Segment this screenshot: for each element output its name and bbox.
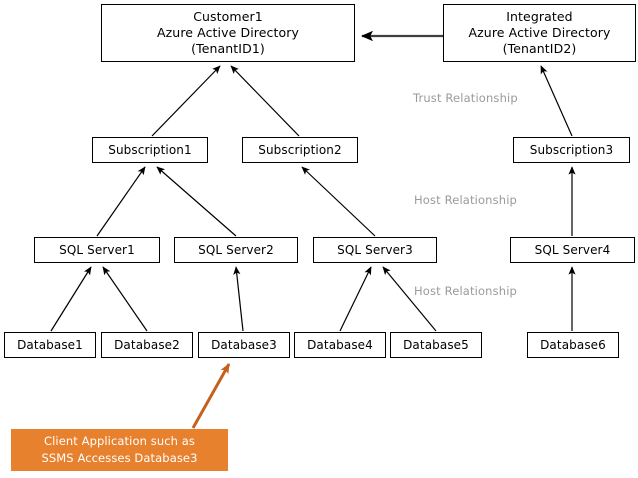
edge-sqlserver1-to-subscription1 [96,166,146,237]
edge-subscription3-to-integrated [540,65,573,137]
node-subscription3[interactable]: Subscription3 [513,137,630,163]
label-trust-relationship: Trust Relationship [413,91,518,105]
edge-database5-to-sqlserver3 [382,266,437,332]
callout-client-application[interactable]: Client Application such as SSMS Accesses… [11,429,228,471]
node-database6[interactable]: Database6 [527,332,619,358]
node-database4[interactable]: Database4 [294,332,386,358]
edge-database2-to-sqlserver1 [102,266,148,332]
node-sql-server4[interactable]: SQL Server4 [510,237,635,263]
edge-sqlserver3-to-subscription2 [301,166,376,237]
callout-line2: SSMS Accesses Database3 [41,451,198,465]
edge-subscription2-to-customer1 [230,65,300,137]
node-database5[interactable]: Database5 [390,332,482,358]
label-host-relationship-lower: Host Relationship [414,284,517,298]
node-database2[interactable]: Database2 [101,332,193,358]
edge-database3-to-sqlserver2 [233,266,244,332]
node-subscription1[interactable]: Subscription1 [92,137,208,163]
node-integrated-aad[interactable]: Integrated Azure Active Directory (Tenan… [443,4,636,62]
node-sql-server2[interactable]: SQL Server2 [174,237,298,263]
node-sql-server1[interactable]: SQL Server1 [34,237,160,263]
node-customer1-aad[interactable]: Customer1 Azure Active Directory (Tenant… [101,4,355,62]
node-subscription2[interactable]: Subscription2 [242,137,358,163]
label-host-relationship-upper: Host Relationship [414,193,517,207]
node-database3[interactable]: Database3 [198,332,290,358]
node-sql-server3[interactable]: SQL Server3 [313,237,437,263]
edge-database1-to-sqlserver1 [50,266,92,332]
edge-subscription1-to-customer1 [151,65,221,137]
edge-database4-to-sqlserver3 [339,266,372,332]
edge-sqlserver2-to-subscription1 [156,166,237,237]
callout-line1: Client Application such as [43,434,196,448]
node-database1[interactable]: Database1 [4,332,96,358]
edge-callout-to-database3 [191,363,231,429]
